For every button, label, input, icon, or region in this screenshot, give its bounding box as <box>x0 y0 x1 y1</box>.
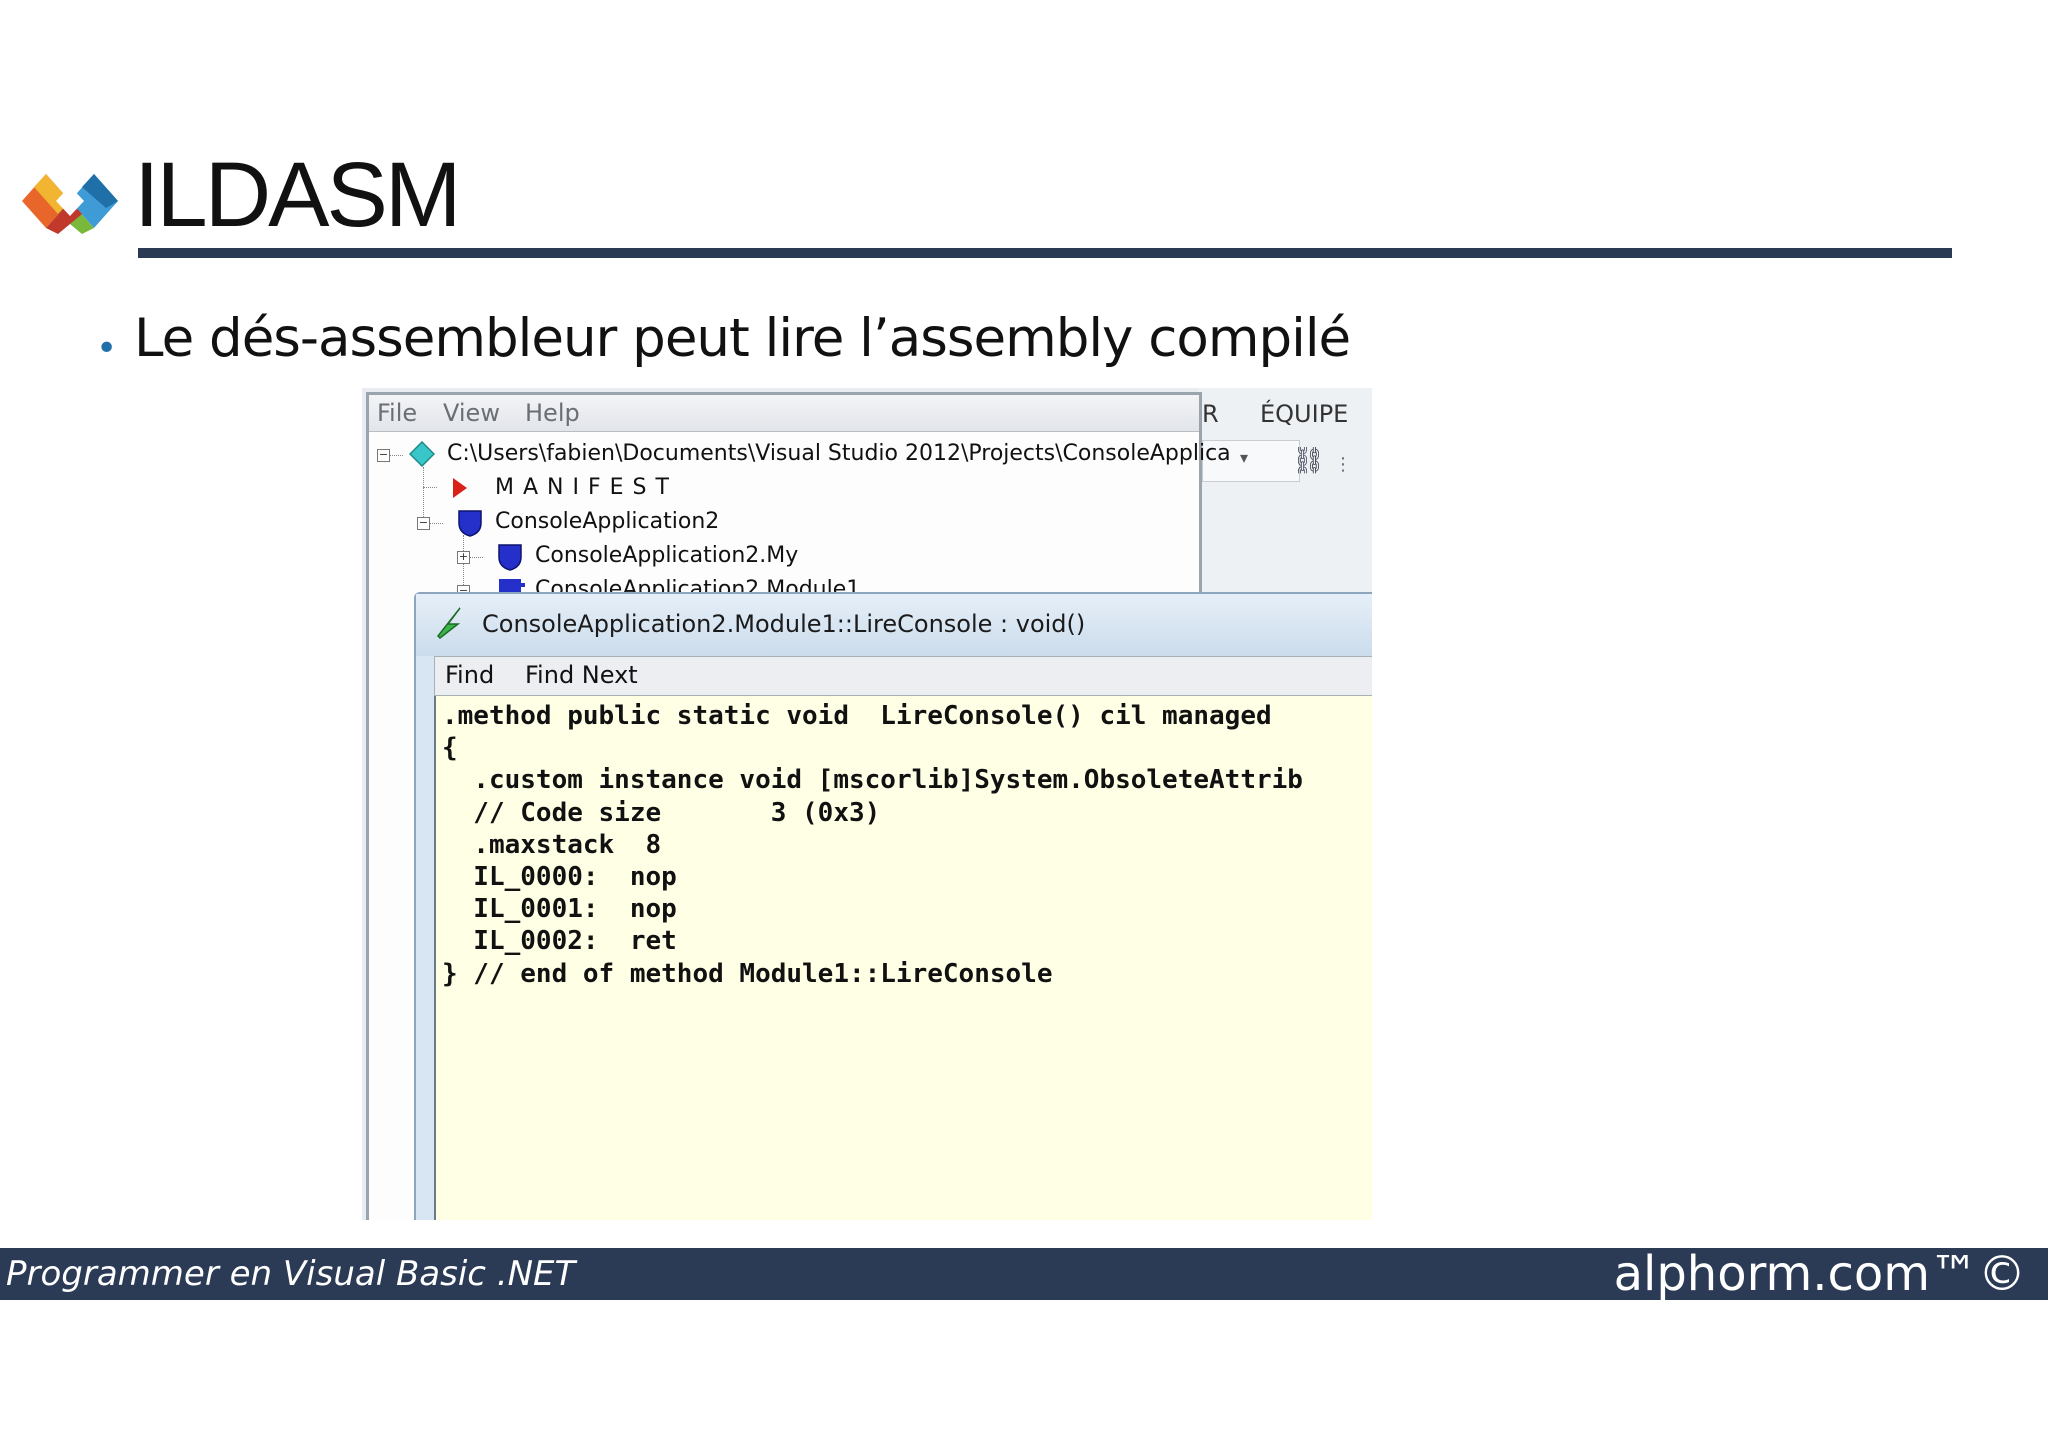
code-line: IL_0000: nop <box>442 862 677 893</box>
manifest-icon <box>453 478 467 498</box>
vs-toolbar-dropdown[interactable] <box>1202 440 1300 482</box>
code-line: .maxstack 8 <box>442 829 662 860</box>
overflow-menu-icon[interactable]: ⋮ <box>1334 454 1352 475</box>
menu-view[interactable]: View <box>443 399 500 427</box>
ildasm-method-icon <box>436 607 461 639</box>
tree-collapse-namespace[interactable]: − <box>417 516 430 530</box>
code-line: } // end of method Module1::LireConsole <box>442 958 1053 989</box>
title-underline <box>138 248 1952 258</box>
bullet-point-icon: • <box>96 328 118 369</box>
visual-studio-logo-icon <box>22 174 118 234</box>
find-next-button[interactable]: Find Next <box>525 661 638 689</box>
connect-tool-icon[interactable]: ⛓ <box>1292 446 1326 476</box>
tree-expand-my[interactable]: + <box>457 550 470 564</box>
vs-menu-team[interactable]: ÉQUIPE <box>1260 400 1349 428</box>
ildasm-screenshot: R ÉQUIPE ▾ ⛓ ⋮ File View Help − C:\Users… <box>362 388 1372 1220</box>
method-disassembly-window: ConsoleApplication2.Module1::LireConsole… <box>414 592 1372 1220</box>
method-window-titlebar[interactable]: ConsoleApplication2.Module1::LireConsole… <box>416 594 1372 656</box>
assembly-icon <box>409 441 435 467</box>
tree-item-my[interactable]: ConsoleApplication2.My <box>535 543 799 568</box>
brand-label: alphorm.com™© <box>1613 1246 2026 1302</box>
code-line: { <box>442 733 458 764</box>
code-line: // Code size 3 (0x3) <box>442 797 881 828</box>
code-line: IL_0001: nop <box>442 894 677 925</box>
chevron-down-icon[interactable]: ▾ <box>1240 448 1249 467</box>
course-title: Programmer en Visual Basic .NET <box>6 1254 576 1294</box>
method-window-title: ConsoleApplication2.Module1::LireConsole… <box>482 610 1086 638</box>
find-button[interactable]: Find <box>445 661 495 689</box>
code-line: IL_0002: ret <box>442 926 677 957</box>
ildasm-menubar: File View Help <box>369 395 1199 432</box>
code-line: .custom instance void [mscorlib]System.O… <box>442 765 1303 796</box>
vs-menu-partial[interactable]: R <box>1202 400 1219 428</box>
slide-title: ILDASM <box>134 144 462 246</box>
tree-item-manifest[interactable]: M A N I F E S T <box>495 475 670 500</box>
bullet-text: Le dés-assembleur peut lire l’assembly c… <box>134 308 1351 369</box>
menu-help[interactable]: Help <box>525 399 580 427</box>
namespace-shield-icon <box>458 510 482 537</box>
tree-item-assembly-path[interactable]: C:\Users\fabien\Documents\Visual Studio … <box>447 441 1231 466</box>
menu-file[interactable]: File <box>377 399 418 427</box>
tree-item-namespace[interactable]: ConsoleApplication2 <box>495 509 720 534</box>
il-code-view[interactable]: .method public static void LireConsole()… <box>434 696 1372 1220</box>
code-line: .method public static void LireConsole()… <box>442 701 1272 731</box>
slide-footer: Programmer en Visual Basic .NET alphorm.… <box>0 1246 2048 1302</box>
method-window-toolbar: Find Find Next <box>434 656 1372 696</box>
tree-collapse-root[interactable]: − <box>377 448 390 462</box>
class-shield-icon <box>498 544 522 571</box>
